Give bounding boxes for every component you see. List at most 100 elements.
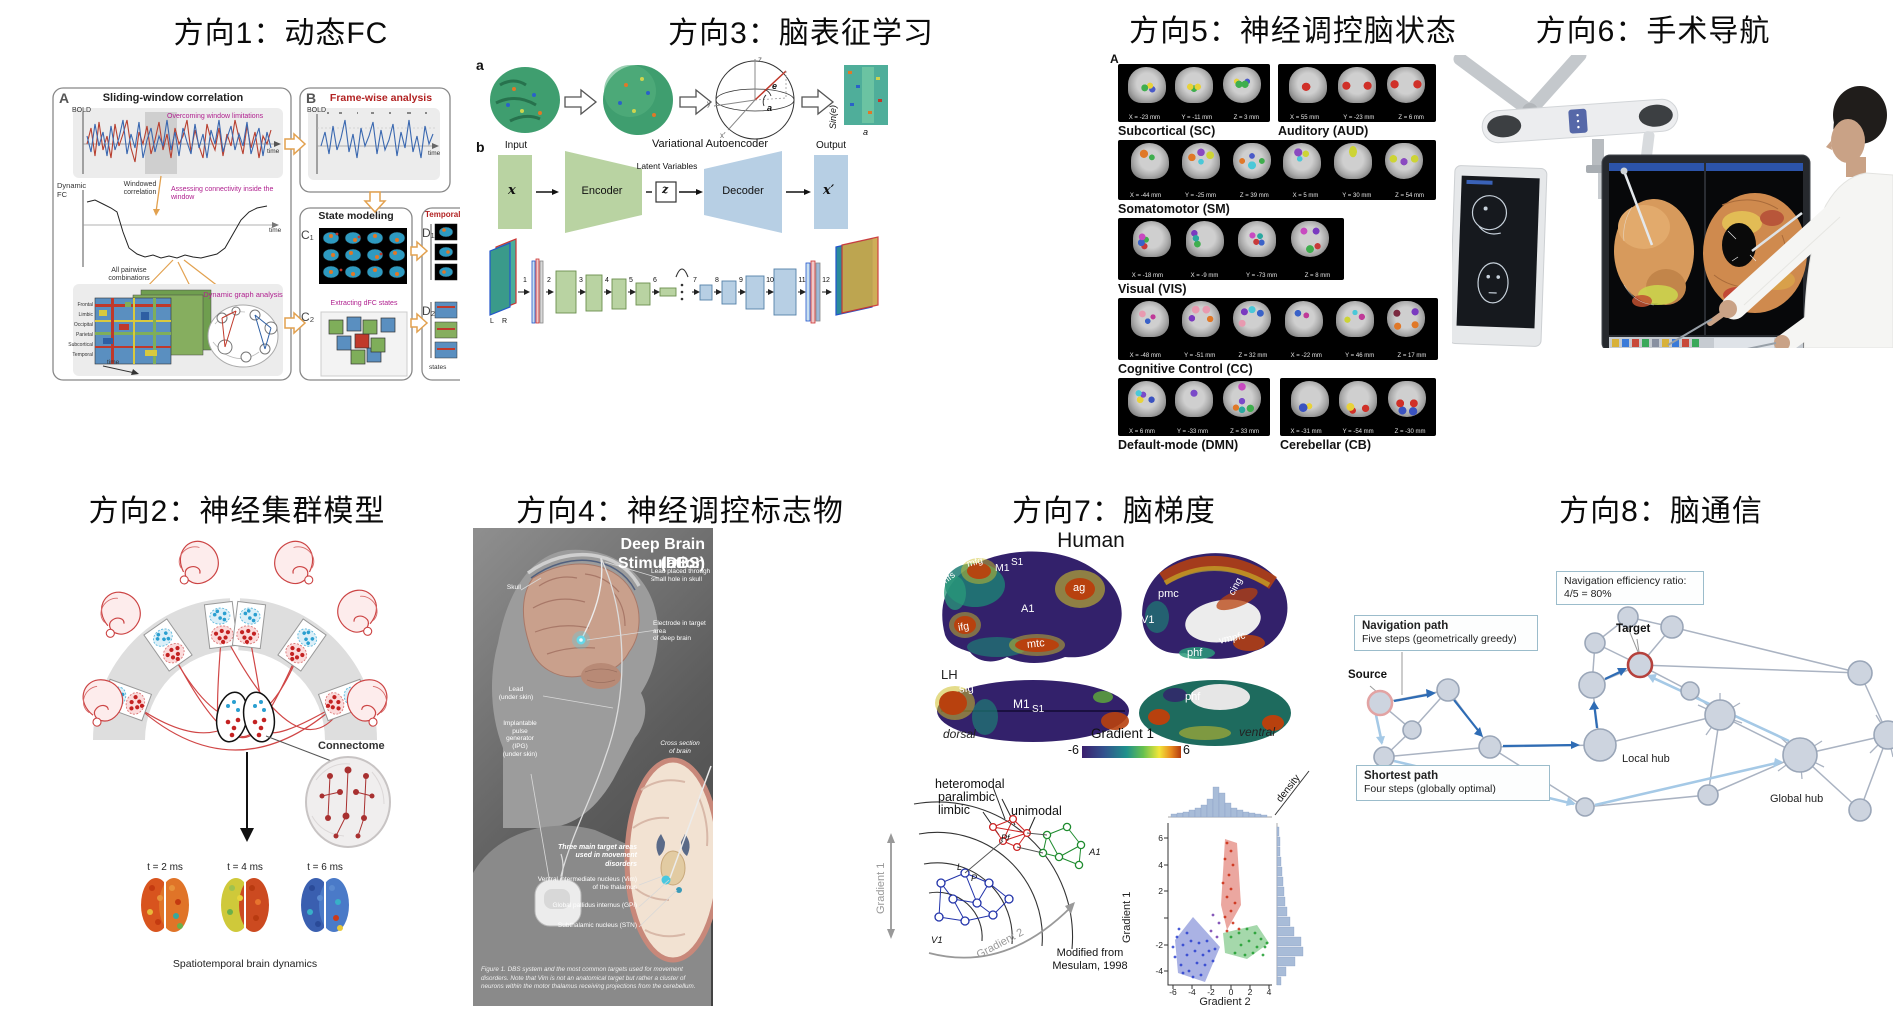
p7-node-p: P bbox=[971, 873, 978, 883]
p7-scatter-ylabel: Gradient 1 bbox=[1121, 891, 1133, 944]
p3-axis-x: x′ bbox=[720, 131, 726, 140]
p7-label-ifg: ifg bbox=[957, 620, 971, 634]
p3-xprime-symbol: x′ bbox=[823, 183, 835, 198]
p8-source-label: Source bbox=[1348, 669, 1387, 681]
p7-node-v1: V1 bbox=[931, 935, 943, 946]
p4-ipg-label: Implantable pulse generator (IPG) (under… bbox=[502, 720, 538, 758]
p7-xtick: 0 bbox=[1228, 987, 1234, 997]
p1-region-occipital: Occipital bbox=[73, 322, 93, 328]
p8-efficiency-line1: Navigation efficiency ratio: bbox=[1564, 575, 1687, 587]
p1-region-limbic: Limbic bbox=[78, 312, 93, 318]
title-direction-5: 方向5：神经调控脑状态 bbox=[1129, 15, 1457, 48]
p1-label-B: B bbox=[306, 90, 317, 106]
brain-slice bbox=[1131, 301, 1170, 337]
p7-ytick: 6 bbox=[1158, 833, 1163, 843]
title-direction-3: 方向3：脑表征学习 bbox=[668, 17, 934, 50]
brain-slice bbox=[1233, 301, 1272, 337]
p3-cnn-num-1: 1 bbox=[523, 277, 527, 284]
p5-label-subcortical: Subcortical (SC) bbox=[1118, 124, 1216, 138]
title-direction-2: 方向2：神经集群模型 bbox=[88, 495, 386, 528]
p2-connectome-label: Connectome bbox=[318, 740, 385, 752]
p7-ring-limbic: limbic bbox=[938, 803, 970, 817]
p8-shortest-box: Shortest path Four steps (globally optim… bbox=[1356, 765, 1550, 801]
brain-slice bbox=[1387, 381, 1426, 417]
p7-ytick: -2 bbox=[1155, 940, 1163, 950]
p3-vae-title: Variational Autoencoder bbox=[652, 138, 768, 150]
p7-xtick: -4 bbox=[1188, 987, 1196, 997]
p7-label-ventral: ventral bbox=[1239, 725, 1276, 739]
slice-coord: X = -9 mm bbox=[1190, 273, 1219, 279]
p7-label-s1: S1 bbox=[1011, 557, 1024, 568]
p3-input-label: Input bbox=[504, 140, 528, 151]
p1-time-axis2: time bbox=[269, 227, 282, 234]
p1-region-subcortical: Subcortical bbox=[68, 342, 93, 348]
p3-label-b: b bbox=[476, 139, 485, 155]
p3-cnn-num-11: 11 bbox=[798, 277, 806, 284]
p4-figure-caption: Figure 1. DBS system and the most common… bbox=[481, 966, 696, 990]
p7-label-mtc: mtc bbox=[1026, 637, 1046, 651]
slice-coord: Z = -30 mm bbox=[1394, 429, 1426, 435]
brain-slice bbox=[1222, 67, 1261, 103]
p3-label-a: a bbox=[476, 57, 484, 73]
brain-slice bbox=[1238, 221, 1277, 257]
p1-dynamic-fc: Dynamic FC bbox=[57, 181, 87, 199]
p4-lead-hole-label: Lead placed through small hole in skull bbox=[651, 568, 711, 583]
p8-efficiency-line2: 4/5 = 80% bbox=[1564, 588, 1612, 601]
p3-L: L bbox=[490, 318, 494, 325]
slice-coord: Y = 46 mm bbox=[1345, 353, 1375, 359]
p7-ring-heteromodal: heteromodal bbox=[935, 777, 1005, 791]
p7-label-ag: ag bbox=[1073, 582, 1086, 594]
p7-label-pmc: pmc bbox=[1158, 588, 1179, 600]
p7-label-s1-dorsal: S1 bbox=[1032, 704, 1045, 715]
panel-neural-mass: Connectome t = 2 ms t = 4 ms t = 6 ms Sp… bbox=[50, 540, 402, 985]
p7-ytick: 2 bbox=[1158, 886, 1163, 896]
p7-node-a1: A1 bbox=[1089, 847, 1101, 858]
title-direction-6: 方向6：手术导航 bbox=[1535, 15, 1771, 48]
title-direction-7: 方向7：脑梯度 bbox=[1012, 495, 1216, 528]
p1-pairwise: All pairwise combinations bbox=[108, 267, 150, 283]
p7-label-phf-ventral: phf bbox=[1185, 691, 1201, 703]
p7-scatter-xlabel: Gradient 2 bbox=[1199, 996, 1251, 1008]
p8-local-hub-label: Local hub bbox=[1622, 753, 1670, 765]
p1-bold-axis2: BOLD bbox=[307, 107, 327, 114]
p5-label-visual: Visual (VIS) bbox=[1118, 282, 1187, 296]
p4-electrode-label: Electrode in target area of deep brain bbox=[653, 620, 706, 643]
brain-slice bbox=[1222, 381, 1261, 417]
p1-overcoming: Overcoming window limitations bbox=[167, 113, 264, 120]
p7-ring-unimodal: unimodal bbox=[1011, 804, 1062, 818]
slice-coord: Z = 8 mm bbox=[1304, 273, 1331, 279]
dbs-art bbox=[473, 549, 713, 1006]
slice-coord: Y = -25 mm bbox=[1184, 193, 1217, 199]
p5-label-auditory: Auditory (AUD) bbox=[1278, 124, 1369, 138]
brain-slice bbox=[1290, 381, 1329, 417]
p5-label-dmn: Default-mode (DMN) bbox=[1118, 438, 1239, 452]
p3-cnn-num-9: 9 bbox=[739, 277, 743, 284]
p4-cross-section-label: Cross section of brain bbox=[660, 740, 700, 755]
p3-x-symbol: x bbox=[508, 183, 516, 198]
p5-label-somatomotor: Somatomotor (SM) bbox=[1118, 202, 1230, 216]
p7-label-a1: A1 bbox=[1021, 603, 1035, 615]
p3-latent-label: Latent Variables bbox=[636, 161, 698, 171]
p4-title-line1: Deep Brain Stimulation bbox=[617, 536, 705, 572]
brain-slice bbox=[1386, 301, 1425, 337]
p7-mesulam-credit: Modified from Mesulam, 1998 bbox=[1052, 947, 1128, 972]
slice-coord: X = 6 mm bbox=[1129, 429, 1155, 435]
brain-slice bbox=[1339, 381, 1377, 417]
p7-xtick: -6 bbox=[1169, 987, 1177, 997]
p4-lead-skin-label: Lead (under skin) bbox=[498, 686, 534, 701]
representation-art bbox=[489, 59, 888, 324]
p5-label-cognitive: Cognitive Control (CC) bbox=[1118, 362, 1253, 376]
p3-decoder-label: Decoder bbox=[722, 185, 764, 197]
brain-slice bbox=[1127, 381, 1166, 417]
p7-ytick: -4 bbox=[1155, 966, 1163, 976]
p2-caption: Spatiotemporal brain dynamics bbox=[172, 958, 318, 970]
p3-cnn-num-10: 10 bbox=[766, 277, 774, 284]
p3-cnn-num-12: 12 bbox=[822, 277, 830, 284]
slice-coord: Y = -73 mm bbox=[1246, 273, 1278, 279]
p1-label-A: A bbox=[59, 90, 70, 106]
p7-label-m1-dorsal: M1 bbox=[1013, 697, 1030, 711]
p3-axis-z: z bbox=[758, 55, 762, 64]
